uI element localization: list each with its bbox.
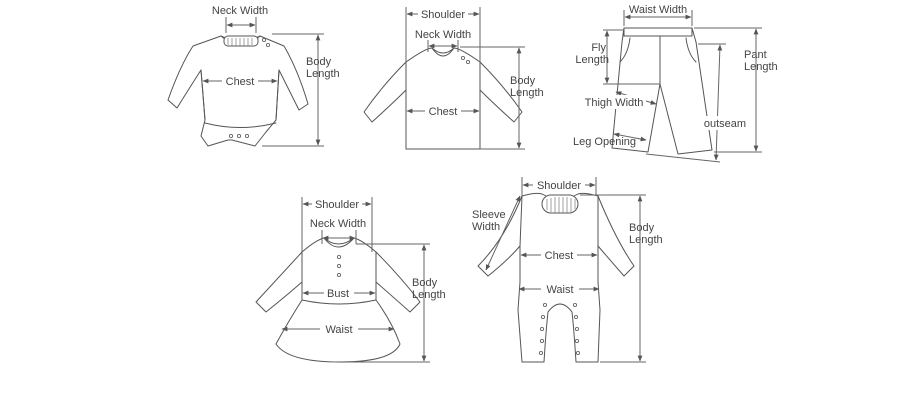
dress-body-length-dim: Body Length: [350, 243, 446, 363]
pants-outseam-label: outseam: [704, 118, 746, 130]
bodysuit-snap-button: [236, 133, 242, 139]
romper-sleeve-width-label-2: Width: [472, 221, 500, 233]
romper-snap-button: [573, 314, 579, 320]
tshirt-neck-width-label: Neck Width: [415, 29, 471, 41]
dress-bust-dim: Bust: [302, 286, 376, 300]
romper-body-length-dim: Body Length: [580, 194, 663, 363]
pants-pant-length-label-2: Length: [744, 61, 778, 73]
dress-bust-label: Bust: [327, 288, 349, 300]
tshirt-shoulder-label: Shoulder: [421, 9, 465, 21]
romper-shoulder-dim: Shoulder: [521, 177, 597, 196]
bodysuit-chest-label: Chest: [226, 76, 255, 88]
dress-shoulder-dim: Shoulder: [301, 197, 373, 252]
bodysuit-collar-ribbing: [223, 35, 259, 47]
tshirt-body-length-label-1: Body: [510, 75, 536, 87]
bodysuit-body-length-label-1: Body: [306, 56, 332, 68]
pants-garment: [611, 27, 713, 155]
bodysuit-garment: [167, 35, 309, 147]
dress-neck-width-label: Neck Width: [310, 218, 366, 230]
romper-snap-button: [539, 338, 545, 344]
dress-waist-dim: Waist: [281, 322, 395, 336]
bodysuit-body-length-dim: Body Length: [262, 33, 340, 147]
pants-leg-opening-label: Leg Opening: [573, 136, 636, 148]
bodysuit-neck-width-label: Neck Width: [212, 5, 268, 17]
pants-pant-length-dim: Pant Length: [694, 27, 778, 153]
bodysuit-chest-dim: Chest: [202, 74, 278, 88]
pants-thigh-width-label: Thigh Width: [585, 97, 644, 109]
pants-fly-length-label-2: Length: [575, 54, 609, 66]
romper-chest-label: Chest: [545, 250, 574, 262]
tshirt-shoulder-button: [465, 59, 471, 65]
tshirt-garment: [363, 47, 523, 150]
dress-shoulder-label: Shoulder: [315, 199, 359, 211]
romper-snap-button: [542, 302, 548, 308]
tshirt-chest-label: Chest: [429, 106, 458, 118]
pants-fly-length-dim: Fly Length: [575, 29, 660, 85]
romper-waist-dim: Waist: [518, 282, 600, 296]
bodysuit-snap-button: [228, 133, 234, 139]
romper-sleeve-width-dim: Sleeve Width: [472, 195, 521, 271]
dress-button: [336, 263, 342, 269]
romper-shoulder-label: Shoulder: [537, 180, 581, 192]
romper-sleeve-width-label-1: Sleeve: [472, 209, 506, 221]
bodysuit-neck-width-dim: Neck Width: [212, 5, 268, 33]
dress-waist-label: Waist: [325, 324, 352, 336]
romper-waist-label: Waist: [546, 284, 573, 296]
dress-neck-width-dim: Neck Width: [310, 218, 366, 244]
bodysuit-shoulder-button: [261, 37, 267, 43]
romper-body-length-label-1: Body: [629, 222, 655, 234]
romper-snap-button: [572, 302, 578, 308]
dress-body-length-label-2: Length: [412, 289, 446, 301]
tshirt-shoulder-button: [460, 55, 466, 61]
tshirt-neck-width-dim: Neck Width: [415, 29, 471, 52]
romper-snap-button: [540, 314, 546, 320]
romper-snap-button: [539, 326, 545, 332]
tshirt-shoulder-dim: Shoulder: [405, 7, 481, 62]
pants-waist-width-dim: Waist Width: [623, 4, 693, 26]
romper-snap-button: [574, 326, 580, 332]
bodysuit-outline: [167, 35, 309, 147]
romper-chest-dim: Chest: [520, 248, 598, 262]
pants-leg-opening-dim: Leg Opening: [573, 132, 721, 163]
pants-fly-length-label-1: Fly: [591, 42, 606, 54]
pants-pant-length-label-1: Pant: [744, 49, 767, 61]
tshirt-chest-dim: Chest: [406, 104, 480, 118]
bodysuit-body-length-label-2: Length: [306, 68, 340, 80]
pants-thigh-width-dim: Thigh Width: [582, 91, 657, 109]
bodysuit-shoulder-button: [265, 42, 271, 48]
romper-body-length-label-2: Length: [629, 234, 663, 246]
romper-snap-button: [538, 350, 544, 356]
tshirt-body-length-label-2: Length: [510, 87, 544, 99]
dress-body-length-label-1: Body: [412, 277, 438, 289]
pants-waist-width-label: Waist Width: [629, 4, 687, 16]
pants-waistband: [623, 27, 693, 37]
tshirt-body-length-dim: Body Length: [460, 46, 544, 150]
romper-collar-ribbing: [541, 194, 579, 214]
dress-button: [336, 272, 342, 278]
tshirt-outline: [363, 47, 523, 150]
romper-snap-button: [575, 350, 581, 356]
romper-snap-button: [574, 338, 580, 344]
bodysuit-snap-button: [244, 133, 250, 139]
dress-button: [336, 254, 342, 260]
pants-outseam-dim: outseam: [698, 43, 748, 161]
